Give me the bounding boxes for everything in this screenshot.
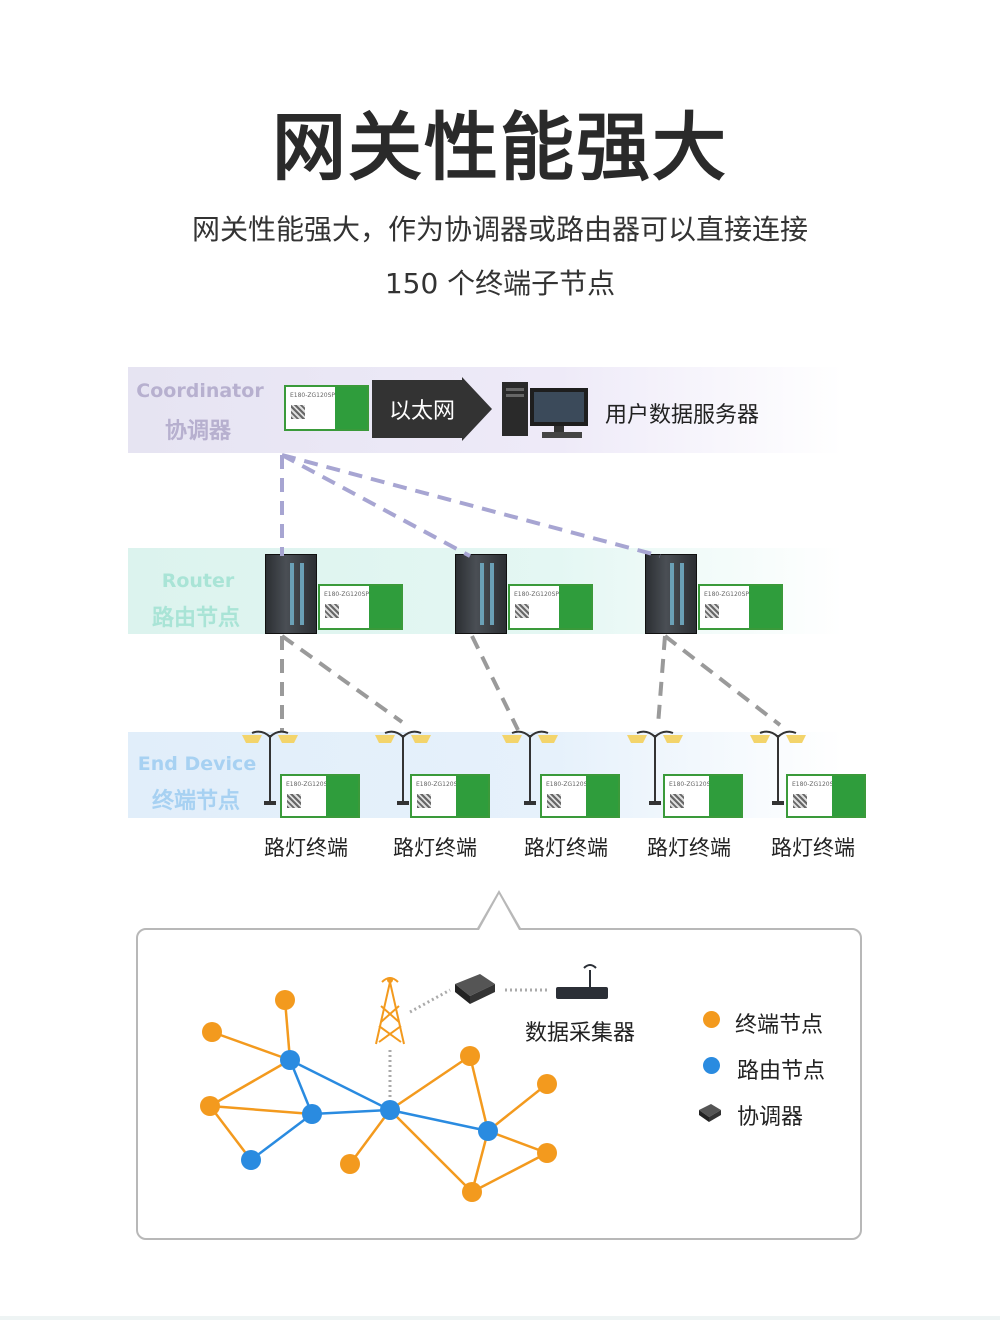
- page-title: 网关性能强大: [272, 105, 728, 191]
- end-label-2: 路灯终端: [393, 836, 477, 860]
- blue-dot-icon: [703, 1057, 720, 1074]
- street-lamps: [242, 730, 806, 805]
- antenna-tower-icon: [375, 977, 405, 1045]
- data-collector-icon: [556, 964, 608, 999]
- legend-end-node: 终端节点: [735, 1013, 824, 1038]
- ethernet-arrow-head: [462, 377, 492, 441]
- end-module-3: E180-ZG120SP: [540, 774, 620, 818]
- ethernet-arrow: [372, 380, 462, 438]
- end-label-1: 路灯终端: [264, 836, 348, 860]
- end-label-3: 路灯终端: [524, 836, 608, 860]
- server-computer-icon: [502, 382, 588, 438]
- street-lamp-icon-1: [242, 730, 298, 805]
- legend-coordinator: 协调器: [737, 1105, 804, 1130]
- coordinator-label-cn: 协调器: [164, 419, 231, 444]
- router-module-2: E180-ZG120SP: [508, 584, 593, 630]
- router-module-1: E180-ZG120SP: [318, 584, 403, 630]
- connection-lines: [280, 453, 782, 736]
- collector-label: 数据采集器: [525, 1021, 636, 1046]
- router-label-cn: 路由节点: [151, 606, 240, 631]
- subtitle-line-2: 150 个终端子节点: [384, 267, 616, 300]
- street-lamp-icon-5: [750, 730, 806, 805]
- router-label-en: Router: [161, 570, 235, 592]
- end-label-5: 路灯终端: [771, 836, 855, 860]
- coordinator-device-icon: [699, 1104, 721, 1122]
- end-module-4: E180-ZG120SP: [663, 774, 743, 818]
- router-plc-3: [645, 554, 697, 634]
- end-module-1: E180-ZG120SP: [280, 774, 360, 818]
- orange-dot-icon: [703, 1011, 720, 1028]
- coordinator-device-icon: [455, 974, 495, 1004]
- street-lamp-icon-3: [502, 730, 558, 805]
- coordinator-label-en: Coordinator: [136, 380, 264, 402]
- end-label-4: 路灯终端: [647, 836, 731, 860]
- mesh-network-diagram: [200, 964, 608, 1202]
- router-module-3: E180-ZG120SP: [698, 584, 783, 630]
- server-label: 用户数据服务器: [605, 403, 760, 428]
- street-lamp-icon-4: [627, 730, 683, 805]
- end-module-5: E180-ZG120SP: [786, 774, 866, 818]
- end-device-label-en: End Device: [137, 753, 257, 775]
- router-plc-2: [455, 554, 507, 634]
- end-device-label-cn: 终端节点: [151, 789, 240, 814]
- bottom-divider: [0, 1316, 1000, 1320]
- subtitle-line-1: 网关性能强大，作为协调器或路由器可以直接连接: [191, 213, 808, 246]
- end-module-2: E180-ZG120SP: [410, 774, 490, 818]
- coordinator-module: E180-ZG120SP: [284, 385, 369, 431]
- legend-router-node: 路由节点: [737, 1059, 826, 1084]
- ethernet-label: 以太网: [388, 399, 455, 424]
- router-plc-1: [265, 554, 317, 634]
- street-lamp-icon-2: [375, 730, 431, 805]
